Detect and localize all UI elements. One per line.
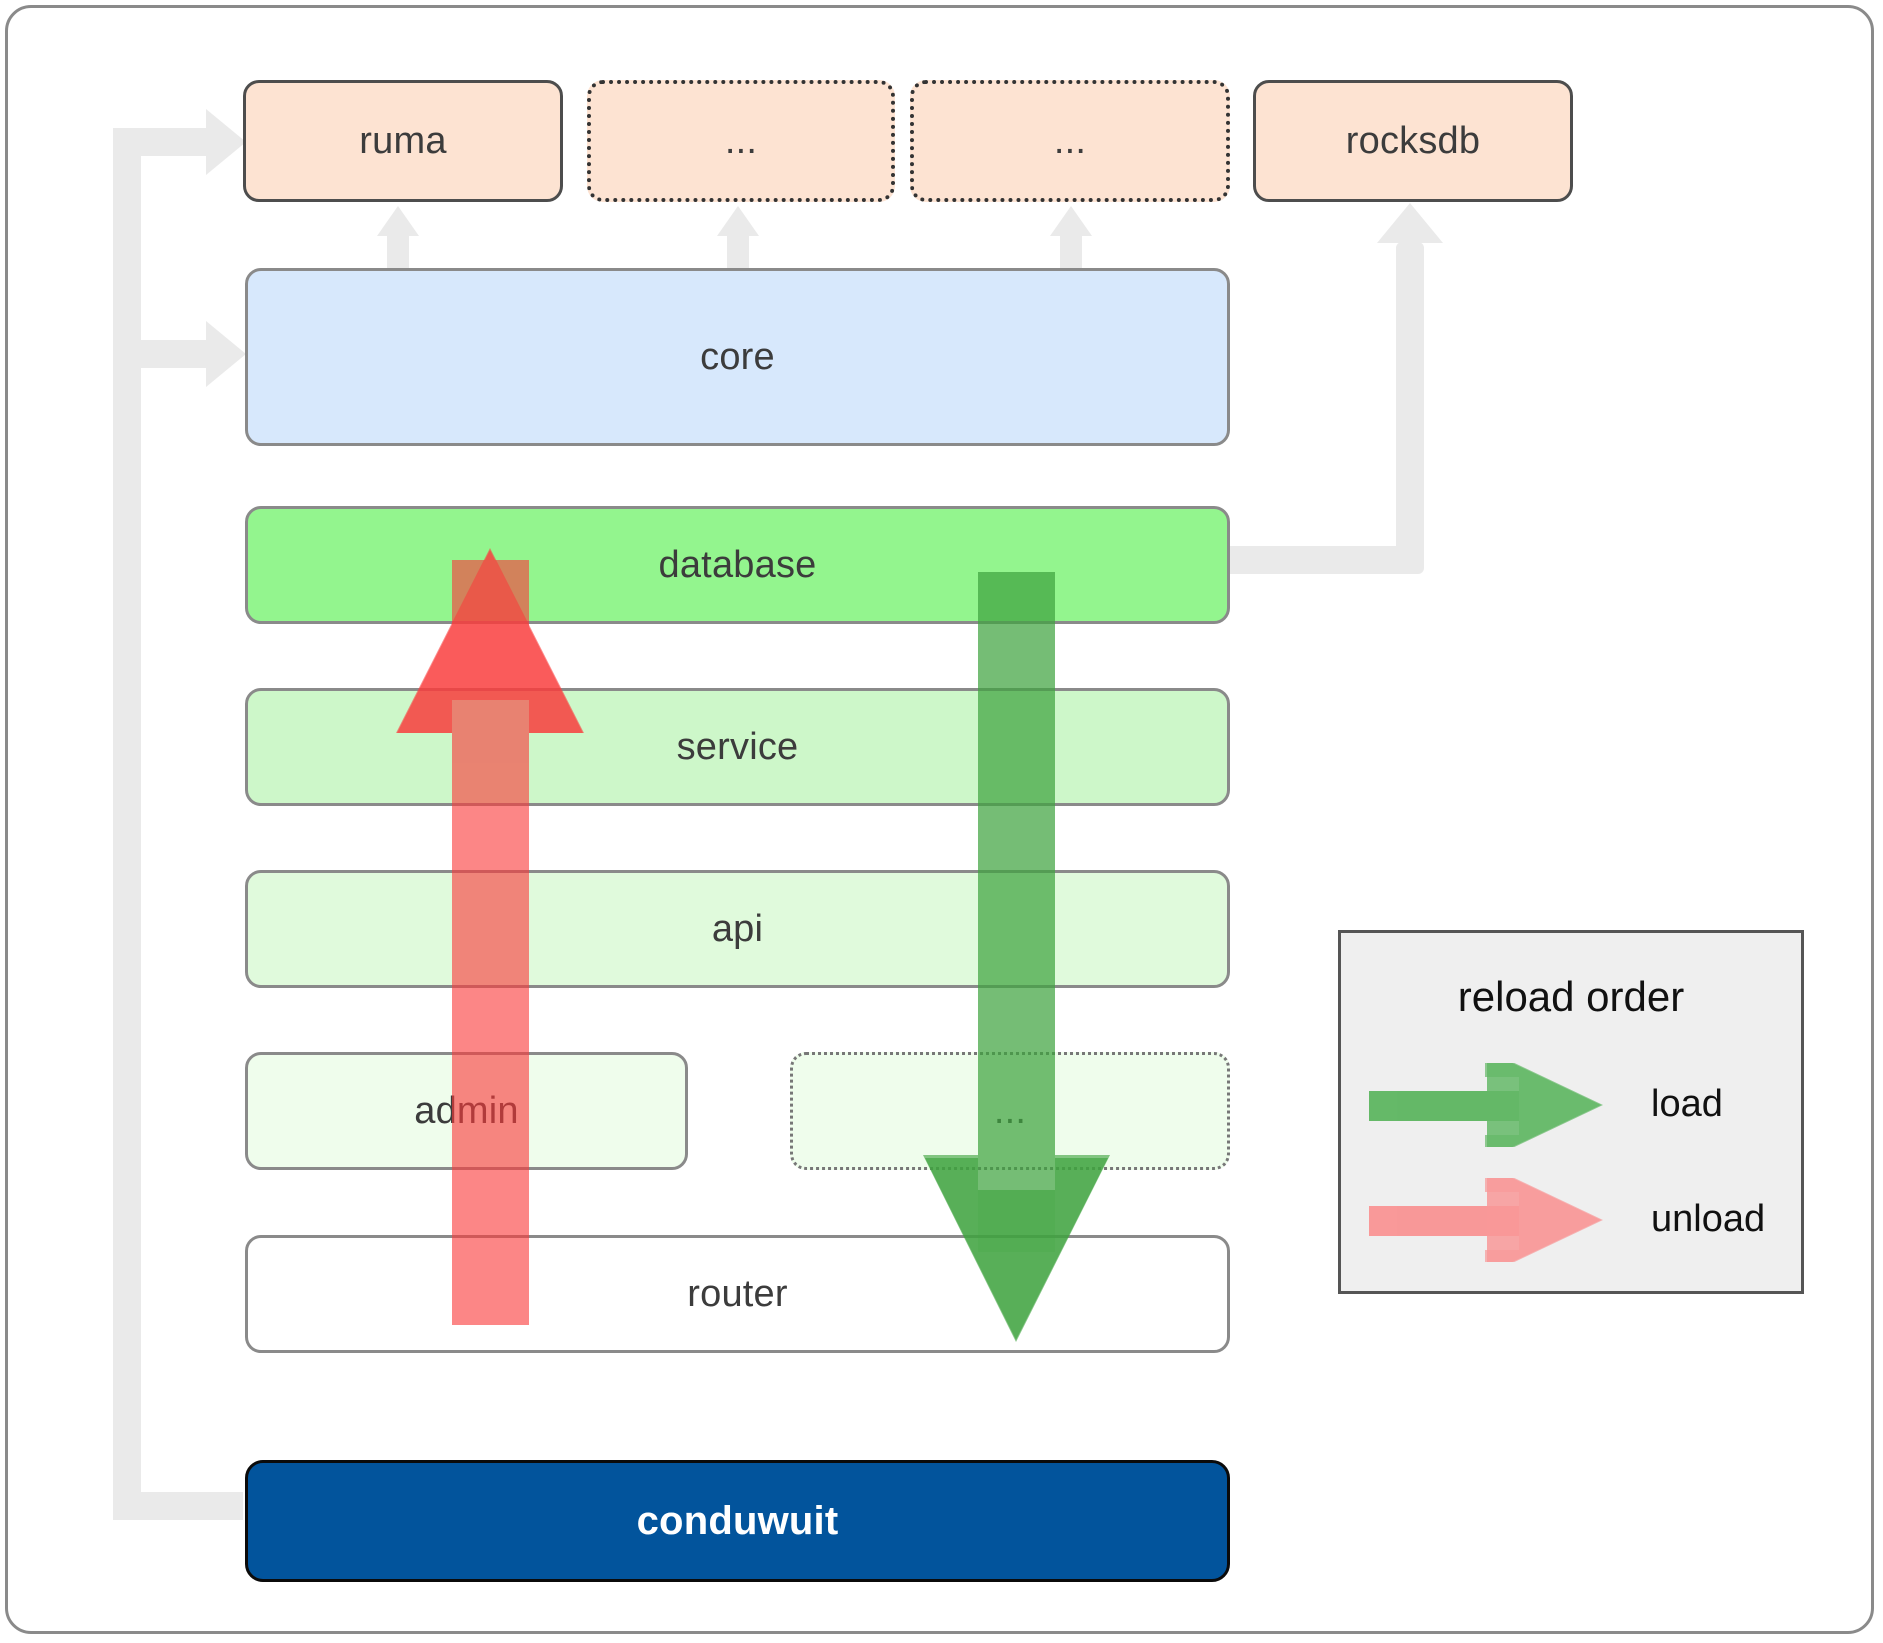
connector-rocksdb-rail [1396,242,1424,574]
legend-unload-label: unload [1651,1198,1766,1240]
module-label: conduwuit [636,1498,839,1543]
module-box-conduwuit[interactable]: conduwuit [245,1460,1230,1582]
connector-database-to-rocksdb-horizontal [1218,546,1408,574]
dependency-box-placeholder-2[interactable]: ... [910,80,1230,202]
module-label: database [658,543,817,586]
dependency-label: rocksdb [1345,119,1481,162]
module-box-service[interactable]: service [245,688,1230,806]
core-to-dots2-stem [1060,232,1082,272]
module-label: api [711,907,764,950]
core-to-dots1-arrowhead [717,206,759,236]
dependency-box-rocksdb[interactable]: rocksdb [1253,80,1573,202]
connector-to-rocksdb-arrowhead [1377,203,1443,243]
module-label: core [700,335,775,378]
dependency-box-placeholder-1[interactable]: ... [587,80,895,202]
legend-unload-arrow-icon [1369,1178,1603,1262]
module-box-api[interactable]: api [245,870,1230,988]
connector-to-conduwuit [113,1492,243,1520]
dependency-box-ruma[interactable]: ruma [243,80,563,202]
module-box-database[interactable]: database [245,506,1230,624]
core-to-ruma-stem [387,232,409,272]
dependency-label: ... [724,119,758,162]
connector-to-core-arrowhead [206,321,246,387]
dependency-label: ruma [359,119,447,162]
module-box-placeholder[interactable]: ... [790,1052,1230,1170]
legend-title: reload order [1457,973,1685,1020]
module-label: admin [414,1089,519,1132]
legend-panel: reload order load unload [1338,930,1804,1294]
module-box-admin[interactable]: admin [245,1052,688,1170]
core-to-ruma-arrowhead [377,206,419,236]
legend-load-label: load [1651,1083,1723,1125]
legend-load-arrow-icon [1369,1063,1603,1147]
dependency-label: ... [1053,119,1087,162]
core-to-dots2-arrowhead [1050,206,1092,236]
core-to-dots1-stem [727,232,749,272]
module-box-core[interactable]: core [245,268,1230,446]
connector-to-ruma-arrowhead [206,109,246,175]
module-label: ... [993,1089,1027,1132]
diagram-frame [5,5,1874,1634]
module-label: service [676,725,799,768]
connector-to-core-stem [113,340,218,368]
module-label: router [687,1272,788,1315]
connector-to-ruma-stem [113,128,218,156]
connector-left-rail [113,130,141,1520]
module-box-router[interactable]: router [245,1235,1230,1353]
